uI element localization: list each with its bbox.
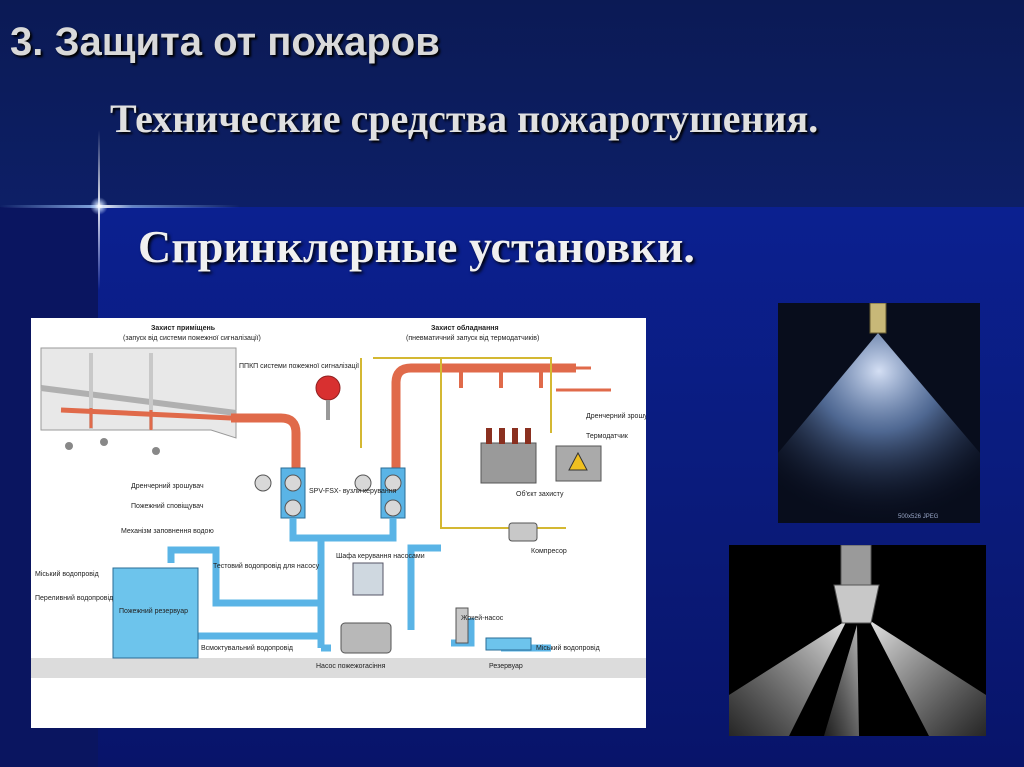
light-flare-center (90, 197, 108, 215)
jockey-pump (455, 607, 469, 644)
sprinkler-head-3 (152, 447, 160, 455)
sprinkler-head-icon (869, 303, 887, 334)
slide-subtitle: Технические средства пожаротушения. (110, 96, 819, 141)
sprinkler-head-1 (65, 442, 73, 450)
label-fill-mechanism: Механізм заповнення водою (121, 527, 214, 535)
label-drencher-left: Дренчерний зрошувач (131, 482, 204, 490)
sprinkler-nozzle-photo (729, 545, 986, 736)
label-city-water-right: Міський водопровід (536, 644, 600, 652)
label-spv-fsx: SPV-FSX- вузли керування (309, 488, 397, 495)
nozzle-body-icon (840, 545, 872, 586)
small-reservoir (485, 637, 532, 651)
pump-control-cabinet (352, 562, 384, 596)
top-band (0, 0, 1024, 207)
label-header-left: Захист приміщень (151, 324, 216, 332)
ceiling-structure (40, 347, 237, 439)
fire-pump (340, 622, 392, 654)
label-pump-cabinet: Шафа керування насосами (336, 553, 425, 560)
alarm-bell-icon (315, 375, 341, 401)
label-fire-pump: Насос пожежогасіння (316, 662, 386, 670)
floor-slab (31, 658, 646, 678)
photo-caption: 500x526 JPEG (898, 514, 939, 520)
water-jet-right (869, 620, 986, 736)
label-smoke-detector: Пожежний сповіщувач (131, 502, 204, 510)
slide-heading: Спринклерные установки. (138, 221, 695, 272)
label-thermosensor: Термодатчик (586, 433, 629, 440)
red-supply-pipe-right (391, 363, 576, 468)
sprinkler-system-diagram: Захист приміщень (запуск від системи пож… (31, 318, 646, 728)
label-compressor: Компресор (531, 548, 567, 555)
label-fire-reservoir: Пожежний резервуар (119, 607, 188, 615)
control-valve-station-left (254, 467, 306, 519)
slide-title: 3. Защита от пожаров (10, 20, 440, 64)
label-header-right: Захист обладнання (431, 324, 499, 332)
sprinkler-head-2 (100, 438, 108, 446)
label-jockey-pump: Жокей-насос (461, 614, 504, 622)
label-test-pipe: Тестовий водопровід для насосу (213, 562, 320, 570)
label-header-right-sub: (пневматичний запуск від термодатчиків) (406, 334, 539, 342)
protected-object-transformer (480, 428, 602, 484)
label-drencher-right: Дренчерний зрошувач (586, 412, 646, 420)
label-header-left-sub: (запуск від системи пожежної сигналізаці… (123, 334, 261, 342)
compressor-unit (508, 522, 538, 542)
label-overflow-pipe: Переливний водопровід (35, 594, 113, 602)
sprinkler-spray-photo: 500x526 JPEG (778, 303, 980, 523)
fire-reservoir-tank (112, 567, 199, 659)
label-city-water-left: Міський водопровід (35, 570, 99, 578)
red-supply-pipe-left (231, 413, 301, 468)
control-valve-station-right (354, 467, 406, 519)
blue-pipework (167, 518, 551, 652)
water-jet-left (729, 620, 847, 736)
label-reservoir: Резервуар (489, 663, 523, 670)
label-protected-object: Об'єкт захисту (516, 490, 564, 498)
label-ppkp: ППКП системи пожежної сигналізації (239, 362, 359, 370)
label-suction-pipe: Всмоктувальний водопровід (201, 644, 293, 652)
light-flare-horizontal (0, 205, 240, 208)
